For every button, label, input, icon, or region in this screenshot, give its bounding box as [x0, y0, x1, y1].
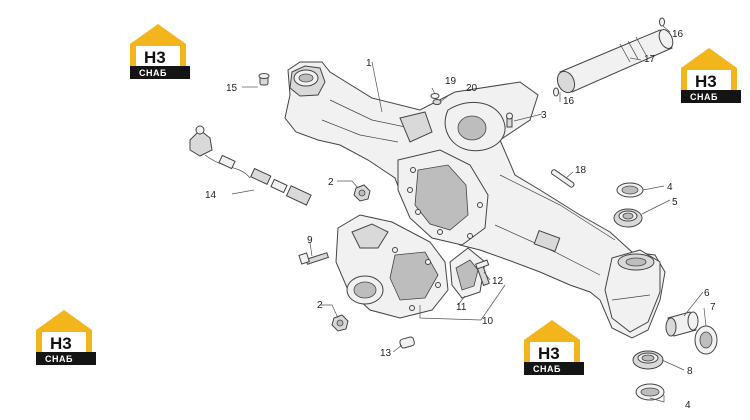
leader-lines: [231, 25, 707, 403]
sensor-harness-14: [189, 125, 312, 206]
pin-13: [399, 336, 415, 349]
watermark-logo-3-bottom: СНАБ: [45, 354, 73, 364]
nut-upper: [353, 184, 371, 202]
callout-6: 6: [704, 288, 710, 299]
watermark-logo-4: H3 СНАБ: [524, 320, 584, 375]
differential-carrier: [335, 214, 490, 319]
callout-8: 8: [687, 366, 693, 377]
callout-13: 13: [380, 348, 392, 359]
callout-4b: 4: [685, 400, 691, 411]
circlip-16-lower: [553, 87, 559, 97]
callouts: 1 2 2 3 4 4 5 6 7 8 9 10 11 12 13 14 15 …: [205, 29, 716, 411]
seal-4-upper: [616, 182, 644, 198]
watermark-logo-1-top: H3: [144, 48, 166, 67]
callout-18: 18: [575, 165, 587, 176]
callout-2a: 2: [328, 177, 334, 188]
axle-housing: [284, 61, 666, 339]
callout-12: 12: [492, 276, 504, 287]
callout-16a: 16: [672, 29, 684, 40]
nut-lower: [331, 314, 349, 332]
watermark-logo-2-top: H3: [695, 72, 717, 91]
callout-11: 11: [456, 302, 467, 313]
callout-19: 19: [445, 76, 457, 87]
callout-17: 17: [644, 54, 656, 65]
callout-10: 10: [482, 316, 494, 327]
bolt-9: [298, 252, 330, 265]
shaft-17: [556, 29, 674, 94]
callout-14: 14: [205, 190, 217, 201]
callout-7: 7: [710, 302, 716, 313]
watermark-logo-2: H3 СНАБ: [681, 48, 741, 103]
callout-20: 20: [466, 83, 478, 94]
watermark-logo-1-bottom: СНАБ: [139, 68, 167, 78]
watermark-logo-1: H3 СНАБ: [130, 24, 190, 79]
circlip-16-upper: [659, 17, 665, 27]
seal-4-lower: [635, 383, 665, 401]
watermark-logo-4-bottom: СНАБ: [533, 364, 561, 374]
callout-2b: 2: [317, 300, 323, 311]
callout-15: 15: [226, 83, 238, 94]
callout-4a: 4: [667, 182, 673, 193]
pin-18: [550, 169, 575, 188]
washer-19-20: [430, 93, 442, 105]
plug-15: [258, 73, 270, 86]
watermark-logo-4-top: H3: [538, 344, 560, 363]
bearing-8: [632, 350, 664, 370]
watermark-logo-3: H3 СНАБ: [36, 310, 96, 365]
bushing-6: [665, 311, 699, 337]
watermark-logo-3-top: H3: [50, 334, 72, 353]
callout-1: 1: [366, 58, 372, 69]
grease-fitting: [506, 112, 513, 128]
seal-7: [694, 325, 718, 355]
callout-5: 5: [672, 197, 678, 208]
callout-9: 9: [307, 235, 313, 246]
callout-16b: 16: [563, 96, 575, 107]
bearing-5: [613, 208, 643, 228]
watermark-logo-2-bottom: СНАБ: [690, 92, 718, 102]
callout-3: 3: [541, 110, 547, 121]
